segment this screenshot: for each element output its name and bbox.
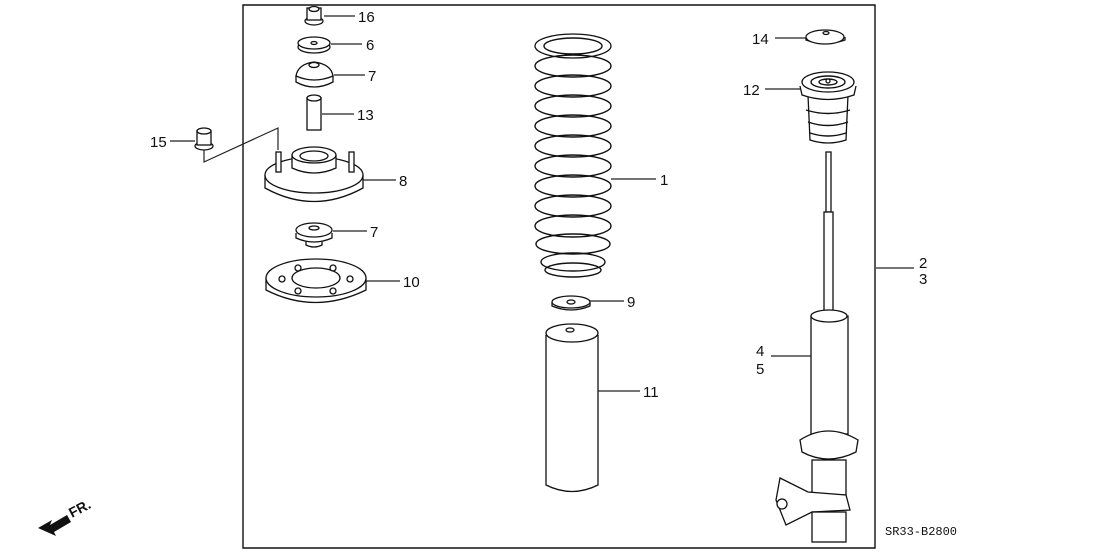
part-16-nut[interactable]: [304, 5, 324, 26]
callout-7-lower: 7: [370, 224, 378, 241]
callout-12: 12: [743, 82, 760, 99]
callout-3: 3: [919, 271, 927, 288]
callout-4: 4: [756, 343, 764, 360]
part-7-upper-rubber[interactable]: [295, 61, 334, 88]
callout-10: 10: [403, 274, 420, 291]
callout-9: 9: [627, 294, 635, 311]
callout-13: 13: [357, 107, 374, 124]
callout-15: 15: [150, 134, 167, 151]
part-11-dust-cover[interactable]: [545, 323, 599, 493]
part-13-collar[interactable]: [306, 94, 322, 131]
part-14-cap[interactable]: [805, 29, 846, 45]
front-direction-label: FR.: [66, 496, 93, 521]
callout-16: 16: [358, 9, 375, 26]
part-8-mount-base[interactable]: [264, 146, 364, 203]
part-15-flange-nut[interactable]: [194, 127, 214, 151]
part-10-spring-seat[interactable]: [265, 258, 367, 304]
callout-7-upper: 7: [368, 68, 376, 85]
part-12-bump-stop[interactable]: [799, 71, 857, 144]
callout-14: 14: [752, 31, 769, 48]
callout-6: 6: [366, 37, 374, 54]
callout-2: 2: [919, 255, 927, 272]
callout-5: 5: [756, 361, 764, 378]
callout-8: 8: [399, 173, 407, 190]
part-4-shock-absorber[interactable]: [775, 151, 859, 543]
part-6-washer[interactable]: [297, 36, 331, 54]
diagram-code: SR33-B2800: [885, 525, 957, 539]
part-7-lower-rubber[interactable]: [295, 222, 333, 248]
part-9-plate[interactable]: [551, 295, 591, 311]
front-direction-arrow-icon: [38, 515, 71, 536]
callout-11: 11: [643, 384, 659, 401]
callout-1: 1: [660, 172, 668, 189]
diagram-frame: [242, 4, 876, 549]
part-1-coil-spring[interactable]: [534, 33, 612, 278]
